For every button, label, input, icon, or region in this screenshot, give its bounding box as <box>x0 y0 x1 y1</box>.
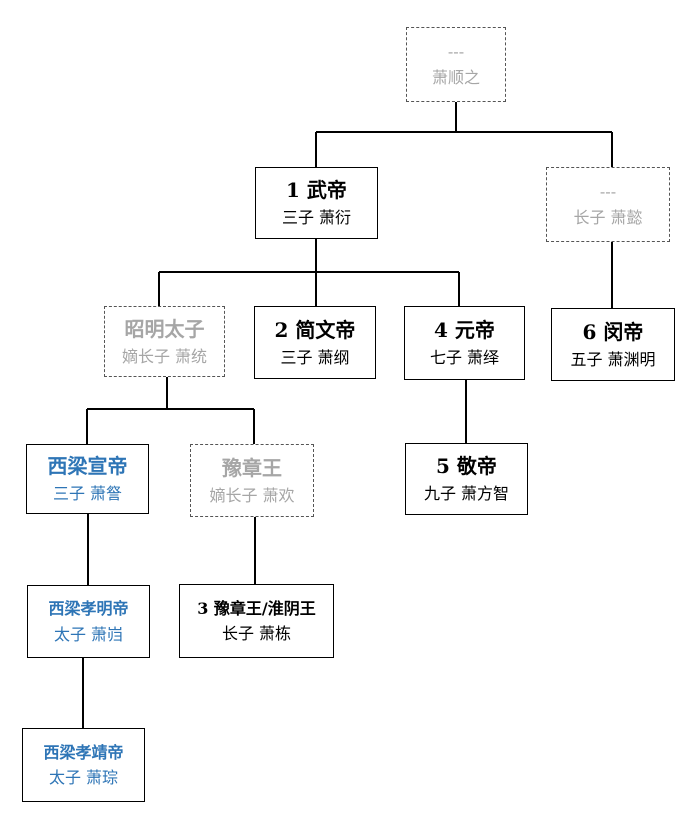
node-jianwendi: 2 简文帝 三子 萧纲 <box>254 306 376 379</box>
node-line2: 三子 萧詧 <box>52 484 123 504</box>
node-xiaojingdi: 西梁孝靖帝 太子 萧琮 <box>22 728 145 802</box>
node-line1: 5 敬帝 <box>436 454 497 479</box>
node-xiaomingdi: 西梁孝明帝 太子 萧岿 <box>27 585 150 658</box>
node-line2: 三子 萧衍 <box>281 208 352 228</box>
node-line1: 6 闵帝 <box>582 319 644 344</box>
node-line1: 3 豫章王/淮阴王 <box>197 598 316 618</box>
node-line2: 长子 萧懿 <box>573 207 643 227</box>
node-line1: 西梁宣帝 <box>47 454 128 479</box>
node-zhaoming: 昭明太子 嫡长子 萧统 <box>104 306 225 377</box>
node-line1: --- <box>599 182 617 202</box>
node-line1: 昭明太子 <box>124 316 205 341</box>
node-line1: 西梁孝靖帝 <box>43 742 124 762</box>
node-mindi: 6 闵帝 五子 萧渊明 <box>551 308 675 381</box>
node-line2: 长子 萧栋 <box>221 624 292 643</box>
node-yuzhang: 豫章王 嫡长子 萧欢 <box>190 444 314 517</box>
node-line2: 三子 萧纲 <box>280 347 350 367</box>
node-line2: 九子 萧方智 <box>423 484 510 504</box>
node-line1: 豫章王 <box>222 455 282 480</box>
node-line1: 西梁孝明帝 <box>48 599 129 619</box>
node-yuzhang-huaiyin: 3 豫章王/淮阴王 长子 萧栋 <box>179 584 334 658</box>
node-line1: 1 武帝 <box>286 178 347 203</box>
node-line2: 嫡长子 萧统 <box>121 346 208 366</box>
node-line1: --- <box>447 42 465 62</box>
node-line2: 太子 萧岿 <box>53 624 124 644</box>
node-line1: 2 简文帝 <box>274 317 356 342</box>
node-line2: 太子 萧琮 <box>48 768 119 787</box>
node-yuandi: 4 元帝 七子 萧绎 <box>404 306 525 380</box>
node-line2: 萧顺之 <box>431 67 480 87</box>
node-line2: 嫡长子 萧欢 <box>209 485 295 505</box>
node-xuandi: 西梁宣帝 三子 萧詧 <box>26 444 149 514</box>
node-line1: 4 元帝 <box>434 318 495 343</box>
node-xiao-yi: --- 长子 萧懿 <box>546 167 670 242</box>
node-wudi: 1 武帝 三子 萧衍 <box>255 167 378 239</box>
node-line2: 五子 萧渊明 <box>570 349 656 369</box>
node-line2: 七子 萧绎 <box>429 348 500 368</box>
node-jingdi: 5 敬帝 九子 萧方智 <box>405 443 528 515</box>
node-xiao-shunzhi: --- 萧顺之 <box>406 27 506 102</box>
